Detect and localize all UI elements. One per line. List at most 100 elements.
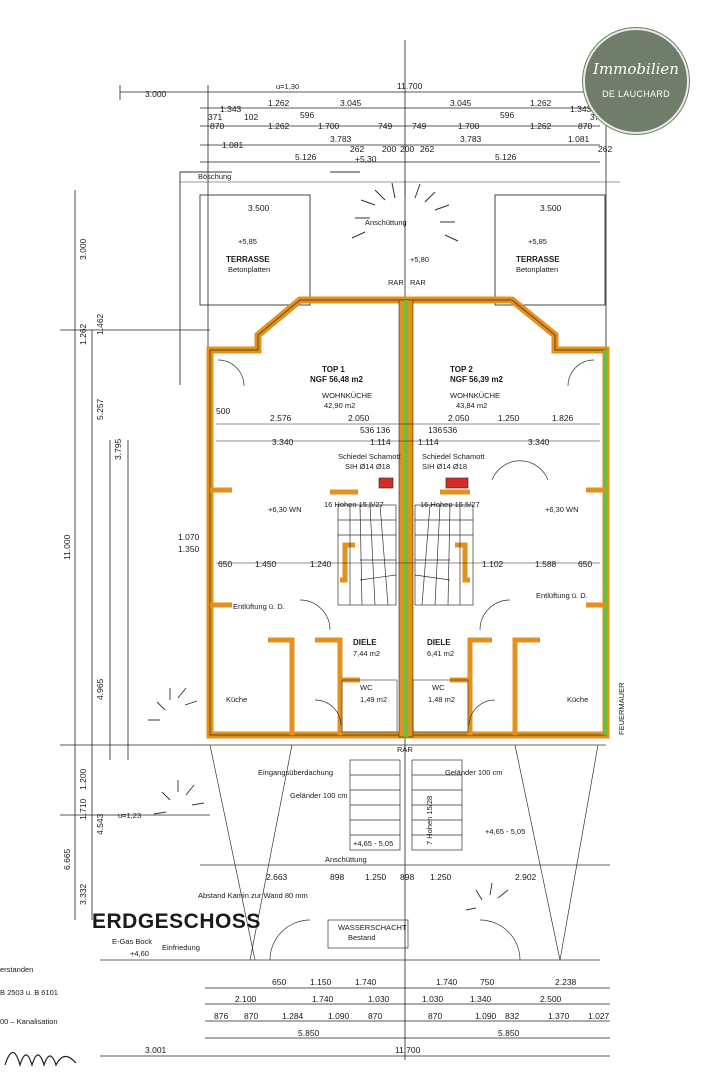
logo-line2: DE LAUCHARD bbox=[602, 89, 670, 99]
hall-area-1: 7,44 m2 bbox=[353, 649, 380, 658]
dim: 1.350 bbox=[178, 544, 200, 554]
building-walls bbox=[206, 296, 610, 739]
dim: 1.370 bbox=[548, 1011, 570, 1021]
dim: 5.850 bbox=[498, 1028, 520, 1038]
drawing-title: ERDGESCHOSS bbox=[92, 910, 261, 933]
dim-top-left: 3.000 bbox=[145, 89, 167, 99]
dim: 1.200 bbox=[78, 768, 88, 790]
wc-area-1: 1,49 m2 bbox=[360, 695, 387, 704]
dim: 1.262 bbox=[530, 121, 552, 131]
bottom-dims: 650 1.150 1.740 1.740 750 2.238 2.100 1.… bbox=[145, 977, 610, 1055]
wc-label-1: WC bbox=[360, 683, 373, 692]
entrance-area bbox=[100, 744, 610, 961]
rar-label-2: RAR bbox=[410, 278, 426, 287]
dim: 596 bbox=[300, 110, 314, 120]
terrace-top2 bbox=[494, 194, 606, 306]
dim: 1.262 bbox=[268, 121, 290, 131]
chimney-top2 bbox=[445, 477, 469, 489]
stairs-label-1: 16 Hohen 15,5/27 bbox=[324, 500, 384, 509]
chimney-top1 bbox=[378, 477, 394, 489]
dim: 1.262 bbox=[530, 98, 552, 108]
chimney-label-1: Schiedel Schamott bbox=[338, 452, 401, 461]
dim: 136 bbox=[428, 425, 442, 435]
logo-line1: Immobilien bbox=[593, 60, 679, 78]
dim: 1.090 bbox=[328, 1011, 350, 1021]
rar-bottom: RAR bbox=[397, 745, 413, 754]
dim: 11.000 bbox=[62, 534, 72, 560]
kitchen-label-1: Küche bbox=[226, 695, 247, 704]
dim: 1.090 bbox=[475, 1011, 497, 1021]
dim: 1.250 bbox=[365, 872, 387, 882]
u-value-2: u=1,23 bbox=[118, 811, 141, 820]
dim: 1.343 bbox=[220, 104, 242, 114]
dim: 596 bbox=[500, 110, 514, 120]
stairs-top2 bbox=[414, 504, 474, 606]
dim: 1.700 bbox=[318, 121, 340, 131]
top1-kitchen-area: 42,90 m2 bbox=[324, 401, 355, 410]
boeschung-label: Böschung bbox=[198, 172, 231, 181]
dim: 1.102 bbox=[482, 559, 504, 569]
wc-label-2: WC bbox=[432, 683, 445, 692]
gas-label: E-Gas Bock bbox=[112, 937, 152, 946]
railing-label: Geländer 100 cm bbox=[290, 791, 348, 800]
dim: 2.902 bbox=[515, 872, 537, 882]
top1-ngf: NGF 56,48 m2 bbox=[310, 375, 363, 384]
dim: 1.240 bbox=[310, 559, 332, 569]
dim: 3.045 bbox=[450, 98, 472, 108]
terrace-width-2: 3.500 bbox=[540, 203, 562, 213]
dim: 5.126 bbox=[295, 152, 317, 162]
anschuettung-label: Anschüttung bbox=[365, 218, 407, 227]
entrance-roof-label: Eingangsüberdachung bbox=[258, 768, 333, 777]
dim: 870 bbox=[244, 1011, 258, 1021]
dim: 200 bbox=[400, 144, 414, 154]
dim: 2.663 bbox=[266, 872, 288, 882]
dim: 5.257 bbox=[95, 398, 105, 420]
dim: 2.238 bbox=[555, 977, 577, 987]
u-value: u=1,30 bbox=[276, 82, 299, 91]
dim: 1.700 bbox=[458, 121, 480, 131]
dim: 1.081 bbox=[222, 140, 244, 150]
top-dimension-lines bbox=[119, 40, 620, 1060]
dim: 3.783 bbox=[460, 134, 482, 144]
fence-label: Einfriedung bbox=[162, 943, 200, 952]
dim: 1.250 bbox=[498, 413, 520, 423]
dim: 2.050 bbox=[348, 413, 370, 423]
dim: 1.450 bbox=[255, 559, 277, 569]
anschuettung-label-2: Anschüttung bbox=[325, 855, 367, 864]
dim: 650 bbox=[578, 559, 592, 569]
dim: 1.081 bbox=[568, 134, 590, 144]
shrub-symbol bbox=[351, 181, 459, 242]
dim: 1.030 bbox=[422, 994, 444, 1004]
stairs-label-2: 16 Hohen 15,5/27 bbox=[420, 500, 480, 509]
wc-area-2: 1,48 m2 bbox=[428, 695, 455, 704]
dim: 2.050 bbox=[448, 413, 470, 423]
terrace-level-2: +5,85 bbox=[528, 237, 547, 246]
top2-kitchen-area: 43,84 m2 bbox=[456, 401, 487, 410]
shrub-symbols-left bbox=[148, 687, 509, 911]
shaft-label: WASSERSCHACHT bbox=[338, 923, 407, 932]
dim: 898 bbox=[330, 872, 344, 882]
dim: 1.340 bbox=[470, 994, 492, 1004]
inner-dim-lines bbox=[216, 423, 600, 564]
dim: 1.030 bbox=[368, 994, 390, 1004]
dim: 1.070 bbox=[178, 532, 200, 542]
terrace-width-1: 3.500 bbox=[248, 203, 270, 213]
dim: 262 bbox=[598, 144, 612, 154]
level-top: +5,80 bbox=[410, 255, 429, 264]
dim: 3.332 bbox=[78, 883, 88, 905]
dim: 11.700 bbox=[395, 1045, 421, 1055]
dim: 749 bbox=[378, 121, 392, 131]
dim: 1.740 bbox=[436, 977, 458, 987]
dim: 750 bbox=[480, 977, 494, 987]
chimney-sub-2: SIH Ø14 Ø18 bbox=[422, 462, 467, 471]
dim: 1.826 bbox=[552, 413, 574, 423]
chimney-sub-1: SIH Ø14 Ø18 bbox=[345, 462, 390, 471]
terrace-level-1: +5,85 bbox=[238, 237, 257, 246]
dim: 650 bbox=[272, 977, 286, 987]
dim: 870 bbox=[428, 1011, 442, 1021]
level-entrance-2: +4,65 - 5,05 bbox=[353, 839, 393, 848]
dim: 749 bbox=[412, 121, 426, 131]
dim: 898 bbox=[400, 872, 414, 882]
dim: 4.965 bbox=[95, 678, 105, 700]
dim: 832 bbox=[505, 1011, 519, 1021]
